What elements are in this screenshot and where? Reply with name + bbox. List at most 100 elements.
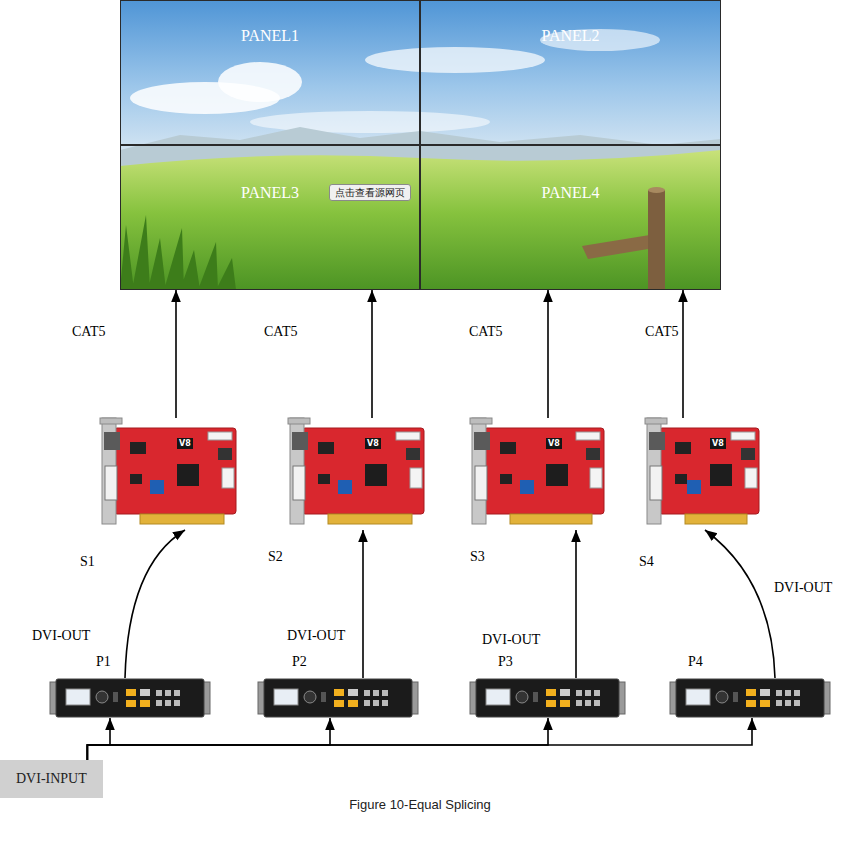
device-label: S3 [470,549,485,565]
illustration-part [794,700,800,706]
illustration-part [594,690,600,696]
link-button: 点击查看源网页 [329,184,411,201]
illustration-part [546,464,568,486]
illustration-part [650,466,662,500]
illustration-part [590,468,602,488]
illustration-part [150,480,164,494]
illustration-part [649,432,665,450]
video-processor: P1 [50,678,210,718]
illustration-part [687,480,701,494]
illustration-part [474,432,490,450]
edge-label-holder: CAT5 [262,322,299,340]
cloud [365,47,545,73]
illustration-part [105,466,117,500]
illustration-part [510,514,592,524]
illustration-part [476,679,619,717]
illustration-part [113,692,118,702]
illustration-part [140,514,224,524]
video-processor: P4 [670,678,830,718]
illustration-part [130,474,142,484]
processor-picture [470,678,625,718]
illustration-part [321,692,326,702]
illustration-part [104,432,120,450]
illustration-part [174,700,180,706]
illustration-part [585,690,591,696]
label-holder: V8 [177,432,193,450]
fence-post-top [648,187,665,193]
illustration-part [486,689,510,705]
illustration-part [776,690,782,696]
illustration-part [156,700,162,706]
label-holder: V8 [710,432,726,450]
signal-arrow [575,530,577,678]
sending-card: S1 [100,418,240,530]
illustration-part [304,691,316,703]
cable-label: CAT5 [262,324,299,340]
illustration-part [364,700,370,706]
illustration-part [334,700,344,707]
edge-label-holder: DVI-OUT [30,626,92,644]
signal-arrow [547,290,549,418]
signal-arrow [371,290,373,418]
illustration-part [318,474,330,484]
illustration-part [475,466,487,500]
illustration-part [484,428,604,514]
illustration-part [222,468,234,488]
sending-card-picture [288,418,428,530]
signal-arrow [87,718,548,760]
illustration-part [348,700,358,707]
illustration-part [500,474,512,484]
sending-card-picture [100,418,240,530]
illustration-part [716,691,728,703]
edge-label-holder: DVI-OUT [480,630,542,648]
illustration-part [576,700,582,706]
illustration-part [318,442,334,454]
caption-holder: Figure 10-Equal Splicing [0,795,840,813]
illustration-part [731,432,755,440]
input-box: DVI-INPUT [0,760,103,798]
illustration-part [760,700,770,707]
illustration-part [645,418,667,424]
processor-picture [670,678,830,718]
illustration-part [156,690,162,696]
processor-picture [50,678,210,718]
illustration-part [373,690,379,696]
illustration-part [675,474,687,484]
device-label: S1 [80,554,95,570]
cable-label: DVI-OUT [480,632,542,648]
illustration-part [560,689,570,696]
sending-card: S4 [645,418,763,530]
edge-label-holder: DVI-OUT [285,626,347,644]
edge-label-holder: CAT5 [467,322,504,340]
sending-card-picture [645,418,763,530]
illustration-part [177,464,199,486]
illustration-part [785,690,791,696]
cable-label: CAT5 [467,324,504,340]
cable-label: CAT5 [643,324,680,340]
illustration-part [364,690,370,696]
device-label: S2 [268,549,283,565]
illustration-part [130,442,146,454]
illustration-part [685,514,747,524]
signal-arrow [125,530,185,678]
illustration-part [382,690,388,696]
illustration-part [208,432,232,440]
sending-card: S3 [470,418,608,530]
illustration-part [659,428,759,514]
sending-card: S2 [288,418,428,530]
display-panel: PANEL4 [420,145,721,290]
illustration-part [264,679,412,717]
display-panel: PANEL3点击查看源网页 [120,145,420,290]
illustration-part [100,418,122,424]
illustration-part [140,700,150,707]
illustration-part [785,700,791,706]
signal-arrow [682,290,684,418]
cable-label: CAT5 [70,324,107,340]
illustration-part [126,700,136,707]
illustration-part [560,700,570,707]
illustration-part [334,689,344,696]
illustration-part [516,691,528,703]
illustration-part [410,468,422,488]
illustration-part [293,466,305,500]
